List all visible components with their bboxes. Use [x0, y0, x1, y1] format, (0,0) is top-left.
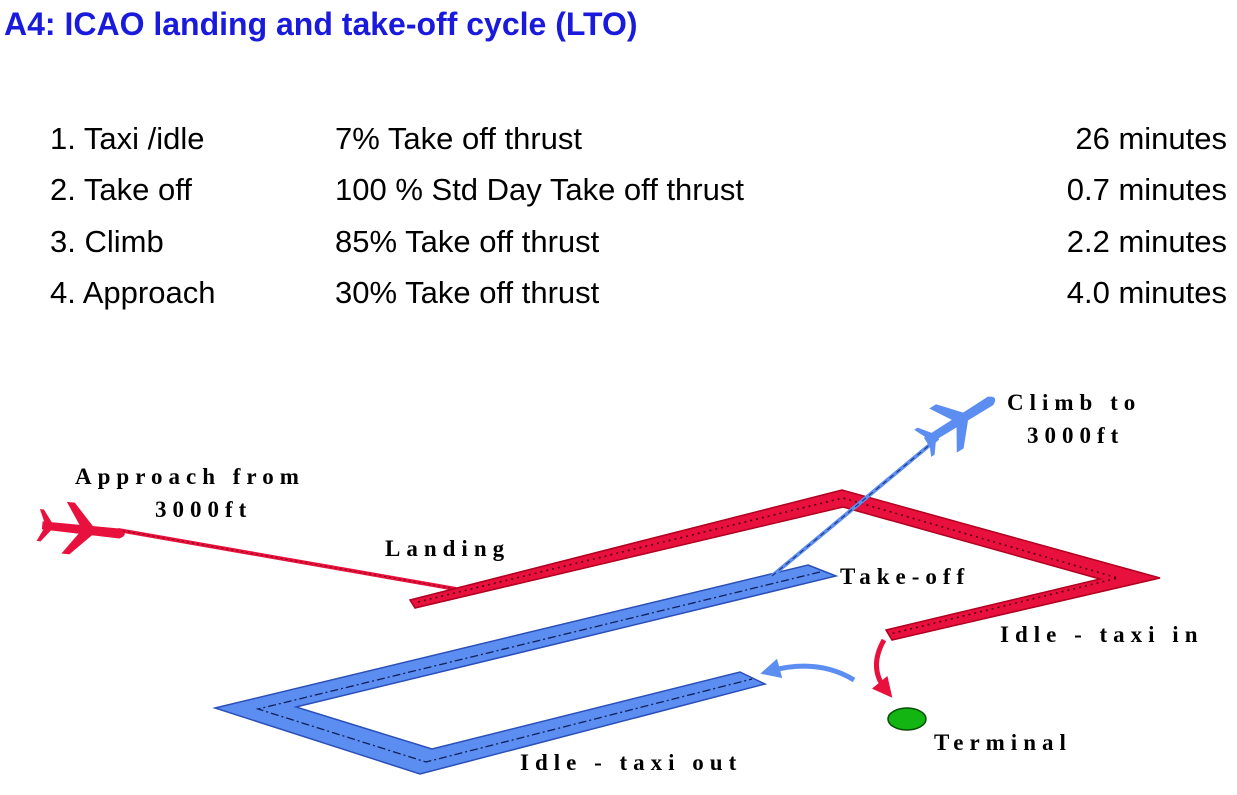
mode-phase: 1. Taxi /idle	[50, 121, 205, 156]
page-title: A4: ICAO landing and take-off cycle (LTO…	[4, 6, 638, 42]
mode-time: 2.2 minutes	[1066, 224, 1227, 259]
takeoff-label: Take-off	[840, 564, 971, 589]
mode-thrust: 30% Take off thrust	[335, 275, 600, 310]
lto-mode-row: 2. Take off 100 % Std Day Take off thrus…	[0, 172, 1237, 212]
lto-mode-row: 4. Approach 30% Take off thrust 4.0 minu…	[0, 275, 1237, 315]
mode-time: 26 minutes	[1075, 121, 1227, 156]
approach-label-line1: Approach from	[75, 464, 305, 489]
mode-time: 4.0 minutes	[1066, 275, 1227, 310]
mode-phase: 3. Climb	[50, 224, 164, 259]
terminal-marker	[887, 707, 927, 731]
mode-phase: 4. Approach	[50, 275, 216, 310]
lto-mode-row: 1. Taxi /idle 7% Take off thrust 26 minu…	[0, 121, 1237, 161]
landing-label: Landing	[385, 536, 511, 561]
takeoff-runway-and-taxi-out	[212, 564, 839, 775]
mode-thrust: 7% Take off thrust	[335, 121, 583, 156]
idle-taxi-in-label: Idle - taxi in	[1000, 622, 1204, 647]
approach-label-line2: 3000ft	[155, 497, 253, 522]
climb-label-line2: 3000ft	[1027, 423, 1125, 448]
arrow-to-terminal	[871, 638, 893, 698]
climb-path	[770, 436, 940, 578]
mode-thrust: 100 % Std Day Take off thrust	[335, 172, 744, 207]
mode-phase: 2. Take off	[50, 172, 192, 207]
climb-label-line1: Climb to	[1007, 390, 1142, 415]
departing-aircraft-icon	[914, 396, 996, 457]
idle-taxi-out-label: Idle - taxi out	[520, 750, 743, 775]
landing-runway-and-taxi-in	[408, 489, 1161, 641]
arriving-aircraft-icon	[36, 501, 125, 555]
terminal-label: Terminal	[934, 730, 1072, 755]
mode-thrust: 85% Take off thrust	[335, 224, 600, 259]
arrow-from-terminal	[760, 658, 856, 683]
mode-time: 0.7 minutes	[1066, 172, 1227, 207]
lto-mode-row: 3. Climb 85% Take off thrust 2.2 minutes	[0, 224, 1237, 264]
